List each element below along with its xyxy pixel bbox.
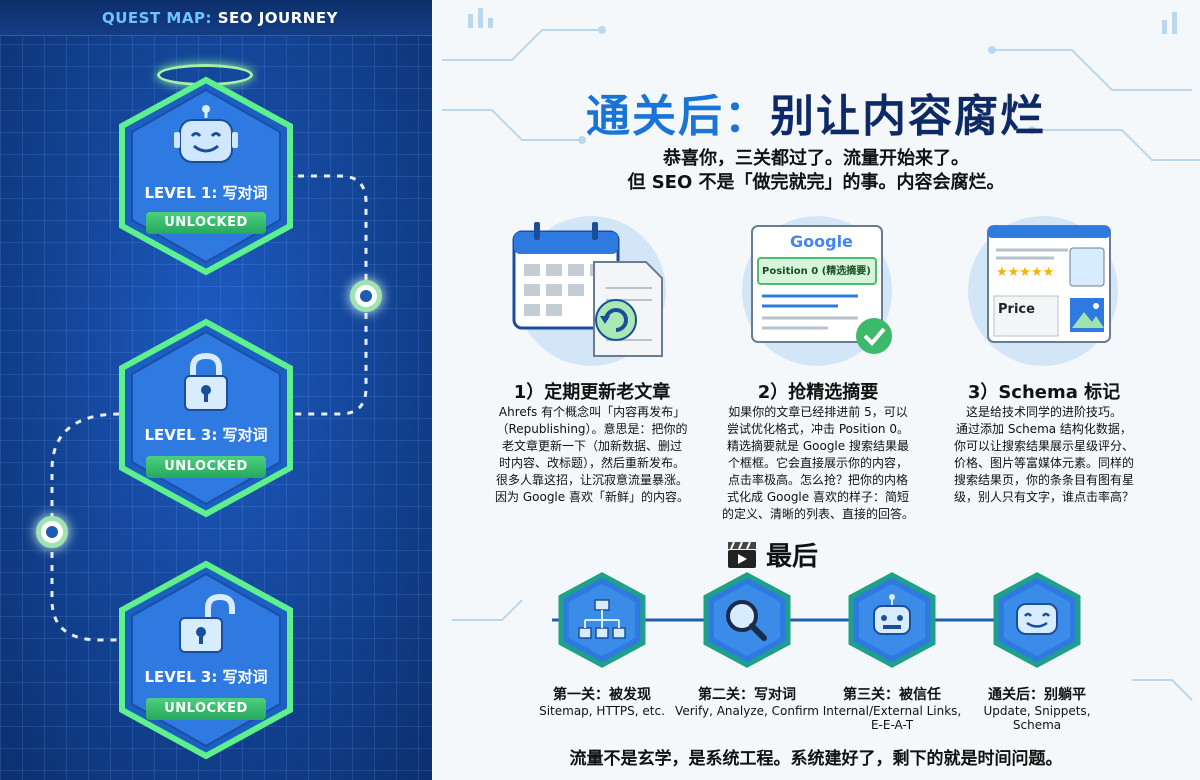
footer-tagline: 流量不是玄学，是系统工程。系统建好了，剩下的就是时间问题。 (569, 749, 1063, 769)
level-label: LEVEL 3: 写对词 (144, 426, 268, 444)
magnifier-icon (703, 572, 791, 668)
google-snippet-icon (751, 225, 892, 354)
stage-3-desc: Internal/External Links, E-E-A-T (822, 704, 962, 732)
hexagon-frame (119, 318, 293, 518)
level-badge-3[interactable]: LEVEL 3: 写对词 UNLOCKED (114, 558, 298, 762)
tip-3-title: 3）Schema 标记 (967, 382, 1121, 403)
tip-2-title: 2）抢精选摘要 (757, 382, 879, 403)
hexagon-frame (119, 560, 293, 760)
tip-1-title: 1）定期更新老文章 (513, 382, 671, 403)
subtitle-line-1: 恭喜你，三关都过了。流量开始来了。 (663, 148, 969, 169)
stage-4-name: 通关后：别躺平 (988, 687, 1086, 703)
stage-3-name: 第三关：被信任 (843, 687, 941, 703)
quest-map-panel: QUEST MAP: SEO JOURNEY LEVEL 1: 写 (0, 0, 432, 780)
lock-icon (114, 352, 298, 416)
position-zero-label: Position 0 (精选摘要) (762, 266, 871, 277)
unlocked-badge: UNLOCKED (146, 212, 266, 234)
clapperboard-icon (728, 541, 756, 568)
price-label: Price (998, 302, 1035, 317)
google-logo: Google (790, 232, 853, 251)
robot-icon (848, 572, 936, 668)
robot-smile-icon (993, 572, 1081, 668)
unlocked-badge: UNLOCKED (146, 698, 266, 720)
stage-4-desc: Update, Snippets, Schema (983, 704, 1091, 732)
quest-path (50, 174, 368, 642)
unlock-icon (114, 593, 298, 658)
content-panel: 通关后：别让内容腐烂 恭喜你，三关都过了。流量开始来了。 但 SEO 不是「做完… (432, 0, 1200, 780)
robot-icon (114, 104, 298, 178)
unlocked-badge: UNLOCKED (146, 456, 266, 478)
path-node[interactable] (36, 516, 68, 548)
stage-hexagon (558, 572, 646, 668)
stage-1-desc: Sitemap, HTTPS, etc. (539, 704, 665, 718)
circuit-decoration (442, 8, 1200, 701)
final-heading: 最后 (766, 542, 819, 572)
subtitle-line-2: 但 SEO 不是「做完就完」的事。内容会腐烂。 (627, 172, 1005, 193)
tip-2-body: 如果你的文章已经排进前 5，可以 尝试优化格式，冲击 Position 0。 精… (721, 405, 914, 521)
path-node[interactable] (350, 280, 382, 312)
level-badge-1[interactable]: LEVEL 1: 写对词 UNLOCKED (114, 74, 298, 278)
page-title: 通关后：别让内容腐烂 (586, 91, 1046, 142)
rich-result-icon: ★★★★★ (987, 225, 1111, 343)
quest-map-title: QUEST MAP: SEO JOURNEY (102, 9, 338, 27)
stage-2-name: 第二关：写对词 (698, 687, 796, 703)
level-label: LEVEL 1: 写对词 (144, 184, 268, 202)
tip-3-body: 这是给技术同学的进阶技巧。 通过添加 Schema 结构化数据， 你可以让搜索结… (953, 405, 1134, 504)
stage-2-desc: Verify, Analyze, Confirm (675, 704, 819, 718)
calendar-refresh-icon (512, 222, 663, 357)
stage-1-name: 第一关：被发现 (553, 687, 651, 703)
level-badge-2[interactable]: LEVEL 3: 写对词 UNLOCKED (114, 316, 298, 520)
stages-connector (552, 618, 1072, 622)
tip-1-body: Ahrefs 有个概念叫「内容再发布」 （Republishing）。意思是：把… (495, 405, 689, 504)
level-label: LEVEL 3: 写对词 (144, 668, 268, 686)
svg-text:★★★★★: ★★★★★ (996, 265, 1054, 280)
quest-map-header: QUEST MAP: SEO JOURNEY (0, 0, 432, 36)
